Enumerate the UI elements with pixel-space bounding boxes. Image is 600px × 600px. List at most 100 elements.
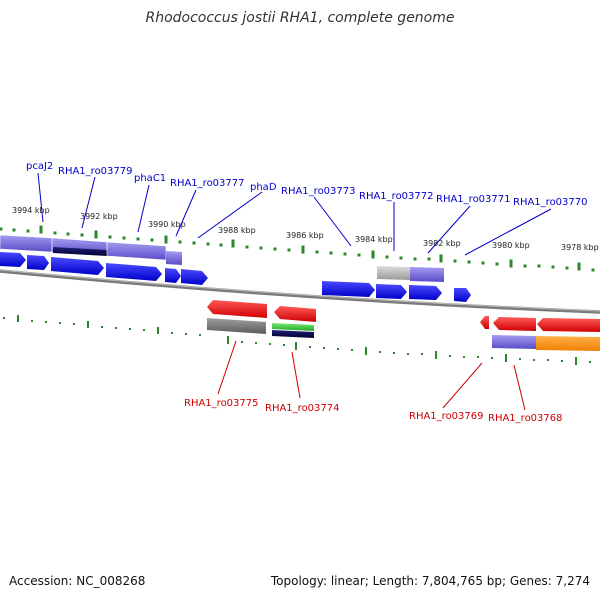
cds-arrow[interactable]	[376, 284, 407, 299]
kbp-tick-label: 3984 kbp	[355, 235, 393, 244]
tick-dot	[283, 344, 285, 346]
reverse-gene-labels: RHA1_ro03775 RHA1_ro03774 RHA1_ro03769 R…	[184, 398, 563, 424]
tick-dot	[561, 360, 563, 362]
tick-dot	[427, 257, 431, 261]
feature-block[interactable]	[0, 234, 53, 253]
feature-block[interactable]	[377, 266, 410, 280]
gene-label-ro03775[interactable]: RHA1_ro03775	[184, 398, 259, 409]
cds-arrow[interactable]	[322, 281, 375, 297]
tick-dot	[413, 257, 417, 261]
tick-dot	[26, 229, 30, 233]
forward-leader-lines	[37, 172, 552, 256]
cds-arrow[interactable]	[0, 252, 26, 267]
forward-cds-track	[0, 252, 471, 302]
topology-text: Topology: linear; Length: 7,804,765 bp; …	[270, 574, 590, 588]
tick-dot	[379, 351, 381, 353]
gene-label-ro03770[interactable]: RHA1_ro03770	[513, 197, 588, 208]
tick-dot	[399, 256, 403, 260]
gene-label-phaD[interactable]: phaD	[250, 182, 277, 193]
feature-block[interactable]	[207, 318, 266, 334]
tick-dot	[421, 353, 423, 355]
gene-label-ro03779[interactable]: RHA1_ro03779	[58, 166, 133, 177]
tick-dot	[329, 251, 333, 255]
tick-dot	[199, 334, 201, 336]
reverse-leader-lines	[217, 340, 526, 411]
genome-backbone	[0, 269, 600, 314]
reverse-cds-track	[207, 300, 600, 332]
tick-dot	[495, 262, 499, 266]
tick-major	[365, 347, 367, 355]
feature-block[interactable]	[492, 335, 536, 349]
forward-tick-ring	[0, 225, 595, 272]
tick-dot	[53, 231, 57, 235]
tick-major	[94, 230, 98, 239]
tick-dot	[523, 264, 527, 268]
feature-block[interactable]	[272, 330, 314, 338]
tick-major	[231, 239, 235, 248]
feature-block[interactable]	[272, 323, 314, 331]
tick-dot	[241, 341, 243, 343]
cds-arrow[interactable]	[51, 257, 104, 275]
cds-arrow[interactable]	[409, 285, 442, 300]
tick-major	[39, 225, 43, 234]
tick-dot	[519, 358, 521, 360]
cds-arrow[interactable]	[493, 317, 536, 331]
tick-dot	[80, 233, 84, 237]
cds-arrow[interactable]	[454, 288, 471, 302]
feature-block[interactable]	[166, 251, 182, 265]
cds-arrow[interactable]	[274, 306, 316, 322]
tick-dot	[245, 245, 249, 249]
gene-label-ro03771[interactable]: RHA1_ro03771	[436, 194, 511, 205]
tick-dot	[3, 317, 5, 319]
tick-dot	[407, 353, 409, 355]
leader-line	[291, 351, 301, 399]
tick-dot	[0, 227, 3, 231]
tick-dot	[477, 356, 479, 358]
tick-dot	[171, 332, 173, 334]
feature-block[interactable]	[53, 247, 107, 256]
tick-major	[87, 321, 89, 328]
tick-dot	[393, 352, 395, 354]
cds-arrow[interactable]	[27, 255, 49, 270]
tick-dot	[269, 343, 271, 345]
tick-dot	[315, 250, 319, 254]
tick-major	[505, 354, 507, 362]
tick-dot	[309, 346, 311, 348]
gene-label-ro03769[interactable]: RHA1_ro03769	[409, 411, 484, 422]
tick-dot	[108, 235, 112, 239]
gene-label-ro03777[interactable]: RHA1_ro03777	[170, 178, 245, 189]
gene-label-pcaJ2[interactable]: pcaJ2	[26, 161, 53, 172]
feature-block[interactable]	[536, 336, 600, 351]
tick-major	[17, 315, 19, 322]
cds-arrow[interactable]	[480, 316, 489, 329]
tick-major	[371, 250, 375, 259]
tick-dot	[206, 242, 210, 246]
tick-major	[157, 327, 159, 334]
tick-dot	[385, 255, 389, 259]
tick-dot	[343, 252, 347, 256]
tick-dot	[122, 236, 126, 240]
genome-backbone-highlight	[0, 269, 600, 312]
gene-label-phaC1[interactable]: phaC1	[134, 173, 166, 184]
feature-block[interactable]	[410, 267, 444, 282]
cds-arrow[interactable]	[106, 263, 162, 281]
tick-dot	[101, 326, 103, 328]
tick-dot	[481, 261, 485, 265]
cds-arrow[interactable]	[165, 268, 181, 283]
leader-line	[217, 340, 237, 395]
feature-block[interactable]	[106, 241, 167, 261]
cds-arrow[interactable]	[537, 318, 600, 332]
tick-major	[575, 357, 577, 365]
gene-label-ro03773[interactable]: RHA1_ro03773	[281, 186, 356, 197]
tick-major	[577, 262, 581, 271]
gene-label-ro03768[interactable]: RHA1_ro03768	[488, 413, 563, 424]
gene-label-ro03772[interactable]: RHA1_ro03772	[359, 191, 434, 202]
genome-title: Rhodococcus jostii RHA1, complete genome	[145, 10, 455, 26]
kbp-tick-labels: 3994 kbp 3992 kbp 3990 kbp 3988 kbp 3986…	[12, 206, 599, 252]
cds-arrow[interactable]	[181, 269, 208, 285]
tick-dot	[255, 342, 257, 344]
gene-label-ro03774[interactable]: RHA1_ro03774	[265, 403, 340, 414]
cds-arrow[interactable]	[207, 300, 267, 318]
forward-feature-band	[0, 234, 444, 282]
